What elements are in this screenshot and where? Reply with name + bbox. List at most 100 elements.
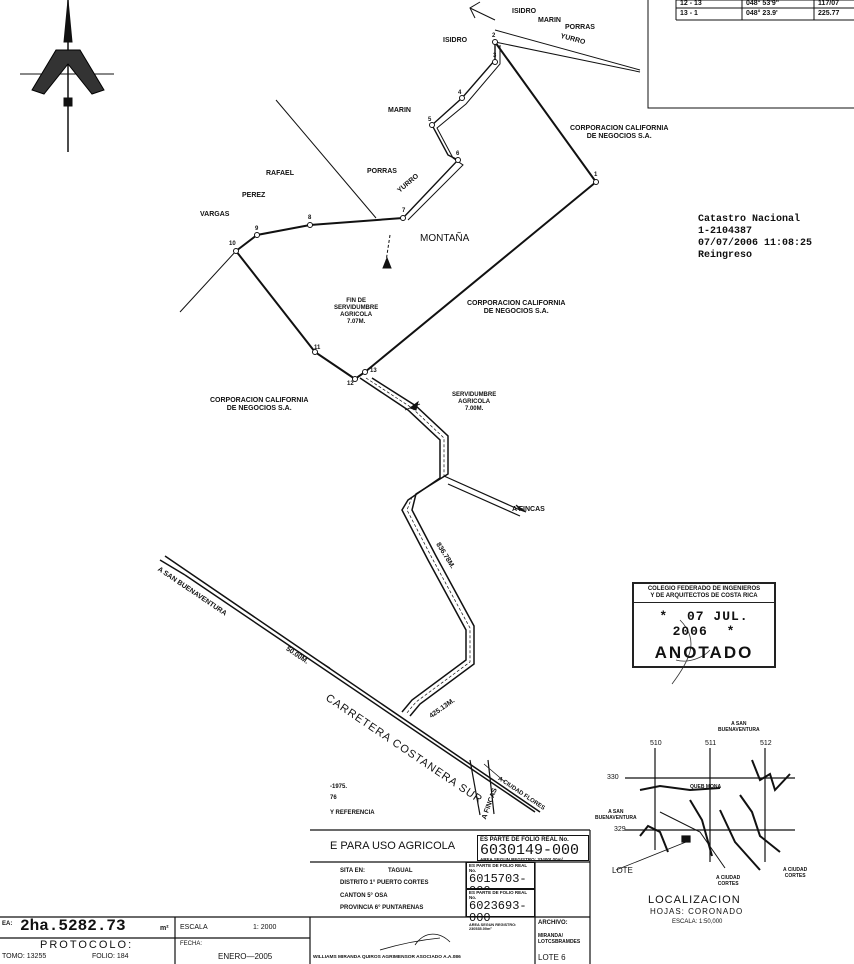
lote-number: LOTE 6 xyxy=(538,953,566,962)
folio-1-area: AREA SEGUN REGISTRO: 33400t.00m² xyxy=(480,857,564,862)
table-row-2-line: 13 - 1 xyxy=(680,10,698,17)
title-block-lines xyxy=(0,829,591,964)
stamp-date: 07 JUL. 2006 xyxy=(672,609,749,640)
title-provincia: PROVINCIA 6° PUNTARENAS xyxy=(340,905,424,911)
vertex-label-8: 8 xyxy=(308,215,312,221)
title-sita-value: TAGUAL xyxy=(388,868,413,874)
loc-escala: ESCALA: 1:50,000 xyxy=(672,919,723,925)
catastro-line1: Catastro Nacional xyxy=(698,214,801,225)
vertex-label-9: 9 xyxy=(255,226,259,232)
vertex-label-1: 1 xyxy=(594,172,598,178)
loc-a-san-buenaventura: A SAN BUENAVENTURA xyxy=(718,721,760,733)
area-unit: m² xyxy=(160,925,169,932)
label-corp-california-2: CORPORACION CALIFORNIA DE NEGOCIOS S.A. xyxy=(467,300,566,316)
label-fin-servidumbre: FIN DE SERVIDUMBRE AGRICOLA 7.07m. xyxy=(334,298,379,325)
label-corp-california-3: CORPORACION CALIFORNIA DE NEGOCIOS S.A. xyxy=(210,397,309,413)
vertex-label-5: 5 xyxy=(428,117,432,123)
title-uso: E PARA USO AGRICOLA xyxy=(330,840,456,852)
folio-1-title: ES PARTE DE FOLIO REAL No. xyxy=(480,837,569,843)
loc-tick-330: 330 xyxy=(607,774,619,781)
area-value: 2ha.5282.73 xyxy=(20,917,126,935)
stamp-signature-icon xyxy=(671,619,711,685)
highway xyxy=(159,555,541,816)
label-servidumbre: SERVIDUMBRE AGRICOLA 7.00m. xyxy=(452,392,497,412)
label-marin-top: MARIN xyxy=(538,17,561,24)
catastro-line3: 07/07/2006 11:08:25 xyxy=(698,238,813,249)
loc-tick-511: 511 xyxy=(705,740,717,747)
loc-title: LOCALIZACION xyxy=(648,894,741,906)
vertex-label-12: 12 xyxy=(347,381,354,387)
folio-2-title: ES PARTE DE FOLIO REAL No. xyxy=(469,863,528,873)
coordinate-table-lines xyxy=(675,0,854,21)
stamp-header: COLEGIO FEDERADO DE INGENIEROS Y DE ARQU… xyxy=(634,584,774,604)
fecha-label: FECHA: xyxy=(180,941,203,947)
catastro-line2: 1-2104387 xyxy=(698,226,753,237)
note-1: -1975. xyxy=(330,784,348,790)
loc-tick-512: 512 xyxy=(760,740,772,747)
label-rafael: RAFAEL xyxy=(266,170,294,177)
label-isidro: ISIDRO xyxy=(443,37,468,44)
vertex-label-11: 11 xyxy=(314,345,321,351)
table-row-1-line: 12 - 13 xyxy=(680,0,702,7)
label-perez: PEREZ xyxy=(242,192,266,199)
loc-tick-329: 329 xyxy=(614,826,626,833)
label-montana: MONTAÑA xyxy=(420,233,470,244)
anotado-stamp: COLEGIO FEDERADO DE INGENIEROS Y DE ARQU… xyxy=(632,582,776,668)
folio-box-1: ES PARTE DE FOLIO REAL No. 6030149-000 A… xyxy=(477,835,589,862)
label-a-fincas-1: A FINCAS xyxy=(512,506,545,513)
access-easement xyxy=(359,377,527,717)
area-label: EA: xyxy=(2,921,13,927)
loc-queb-mona: QUEB MONA xyxy=(690,784,722,790)
stamp-mark-right: * xyxy=(726,624,736,640)
note-2: 76 xyxy=(330,795,337,801)
label-porras: PORRAS xyxy=(367,168,397,175)
vertex-label-6: 6 xyxy=(456,151,460,157)
label-porras-top: PORRAS xyxy=(565,24,595,31)
stamp-date-row: * 07 JUL. 2006 * xyxy=(634,609,774,639)
loc-a-ciudad-cortes-1: A CIUDAD CORTES xyxy=(716,875,741,887)
vertex-label-2: 2 xyxy=(492,33,496,39)
protocolo-folio: FOLIO: 184 xyxy=(92,953,129,960)
stamp-status: ANOTADO xyxy=(654,643,754,663)
label-corp-california-1: CORPORACION CALIFORNIA DE NEGOCIOS S.A. xyxy=(570,125,669,141)
protocolo-label: PROTOCOLO: xyxy=(40,939,134,951)
title-canton: CANTON 5° OSA xyxy=(340,893,388,899)
top-right-boundary-lines xyxy=(469,0,854,109)
table-row-2-bearing: 048° 23.9' xyxy=(746,10,778,17)
label-vargas: VARGAS xyxy=(200,211,230,218)
location-map xyxy=(615,748,795,871)
folio-box-3: ES PARTE DE FOLIO REAL No. 6023693-000 A… xyxy=(466,889,535,931)
signature-icon xyxy=(379,933,451,951)
label-marin: MARIN xyxy=(388,107,411,114)
title-sita-label: SITA EN: xyxy=(340,868,365,874)
vertex-label-10: 10 xyxy=(229,241,236,247)
protocolo-tomo: TOMO: 13255 xyxy=(2,953,47,960)
fecha-value: ENERO—2005 xyxy=(218,952,273,961)
north-arrow-icon xyxy=(20,0,114,152)
table-row-1-distance: 117/07 xyxy=(818,0,840,7)
adjacent-boundary-lines xyxy=(179,99,392,313)
folio-1-number: 6030149-000 xyxy=(480,842,580,859)
table-row-1-bearing: 048° 53'9" xyxy=(746,0,780,7)
loc-hojas: HOJAS: CORONADO xyxy=(650,907,744,916)
label-isidro-top: ISIDRO xyxy=(512,8,537,15)
loc-lote: LOTE xyxy=(612,866,633,875)
surveyor-name: WILLIAMS MIRANDA QUIROS AGRIMENSOR ASOCI… xyxy=(313,955,461,960)
vertex-label-13: 13 xyxy=(370,368,377,374)
vertex-label-7: 7 xyxy=(402,208,406,214)
archivo-value: MIRANDA/ LOTCSBRAMDES xyxy=(538,933,581,945)
vertex-label-3: 3 xyxy=(493,53,497,59)
loc-a-ciudad-cortes-2: A CIUDAD CORTES xyxy=(783,867,808,879)
folio-box-2: ES PARTE DE FOLIO REAL No. 6015703-000 A… xyxy=(466,862,535,904)
vertex-markers xyxy=(233,39,599,382)
loc-a-san-buenaventura-west: A SAN BUENAVENTURA xyxy=(595,809,637,821)
escala-label: ESCALA xyxy=(180,924,208,931)
parcel-boundary xyxy=(234,41,598,381)
vertex-label-4: 4 xyxy=(458,90,462,96)
archivo-label: ARCHIVO: xyxy=(538,920,568,926)
folio-3-title: ES PARTE DE FOLIO REAL No. xyxy=(469,890,528,900)
folio-3-number: 6023693-000 xyxy=(469,899,527,925)
loc-tick-510: 510 xyxy=(650,740,662,747)
folio-3-area: AREA SEGUN REGISTRO: 230535.00m² xyxy=(469,923,517,931)
